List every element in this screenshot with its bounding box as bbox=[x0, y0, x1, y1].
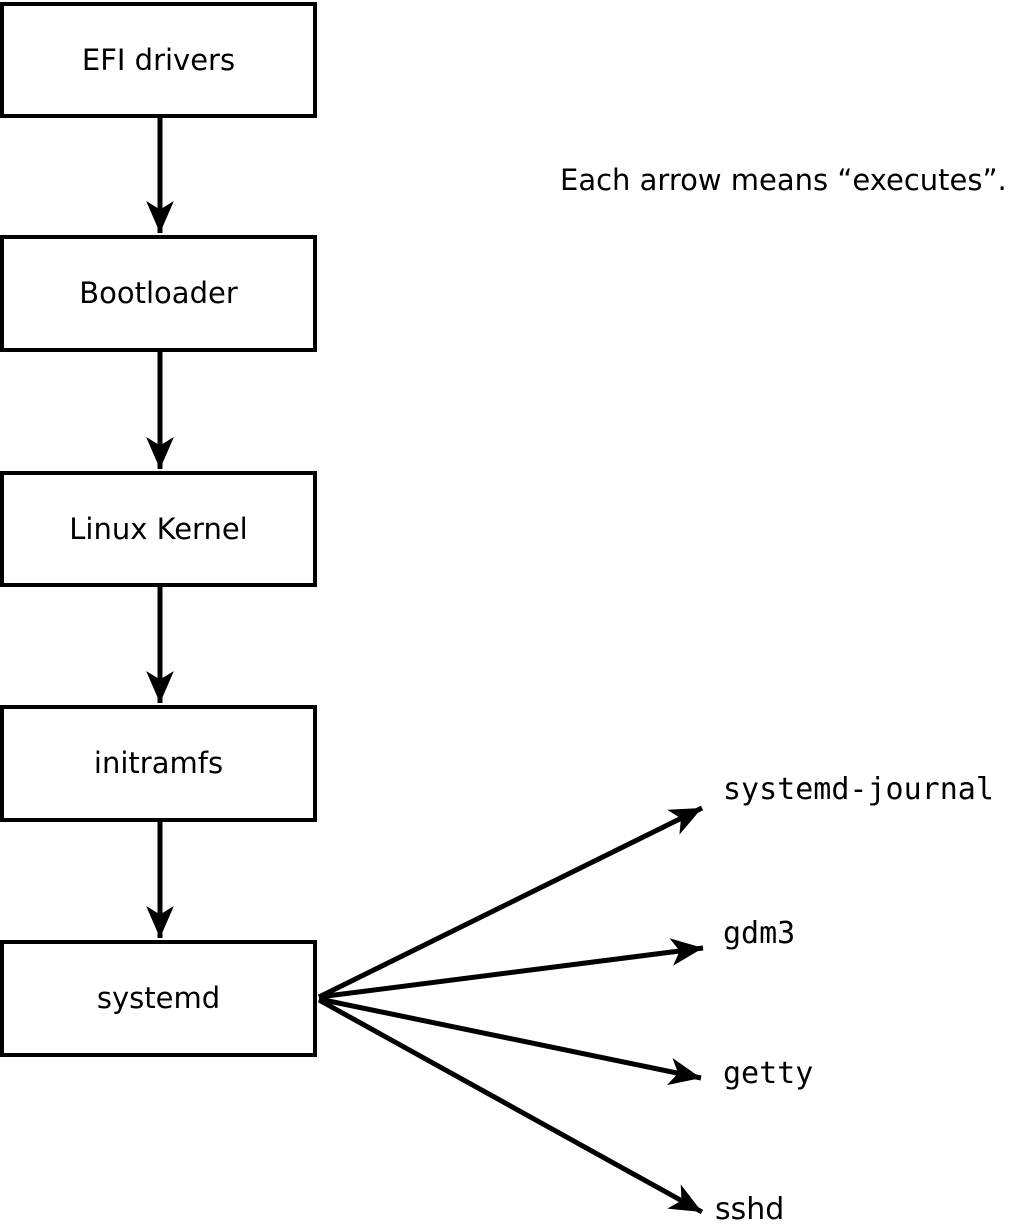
spawned-systemd-journal-label: systemd-journal bbox=[723, 772, 994, 807]
arrow-systemd-to-systemd-journal bbox=[317, 805, 704, 1000]
node-systemd-label: systemd bbox=[96, 981, 221, 1015]
spawned-getty-label: getty bbox=[723, 1056, 814, 1091]
node-initramfs-label: initramfs bbox=[93, 746, 224, 780]
node-systemd: systemd bbox=[0, 940, 317, 1057]
node-linux-kernel: Linux Kernel bbox=[0, 471, 317, 587]
spawned-gdm3-label: gdm3 bbox=[723, 916, 796, 951]
node-efi-drivers: EFI drivers bbox=[0, 2, 317, 118]
node-initramfs: initramfs bbox=[0, 705, 317, 822]
arrow-systemd-to-gdm3 bbox=[318, 938, 704, 1000]
arrow-systemd-to-sshd bbox=[317, 997, 704, 1215]
node-linux-kernel-label: Linux Kernel bbox=[69, 511, 248, 546]
legend-note: Each arrow means “executes”. bbox=[560, 163, 1007, 197]
node-bootloader: Bootloader bbox=[0, 235, 317, 352]
spawned-sshd-label: sshd bbox=[715, 1192, 785, 1227]
node-efi-drivers-label: EFI drivers bbox=[81, 42, 236, 77]
arrow-systemd-to-getty bbox=[318, 996, 702, 1086]
node-bootloader-label: Bootloader bbox=[79, 276, 238, 310]
